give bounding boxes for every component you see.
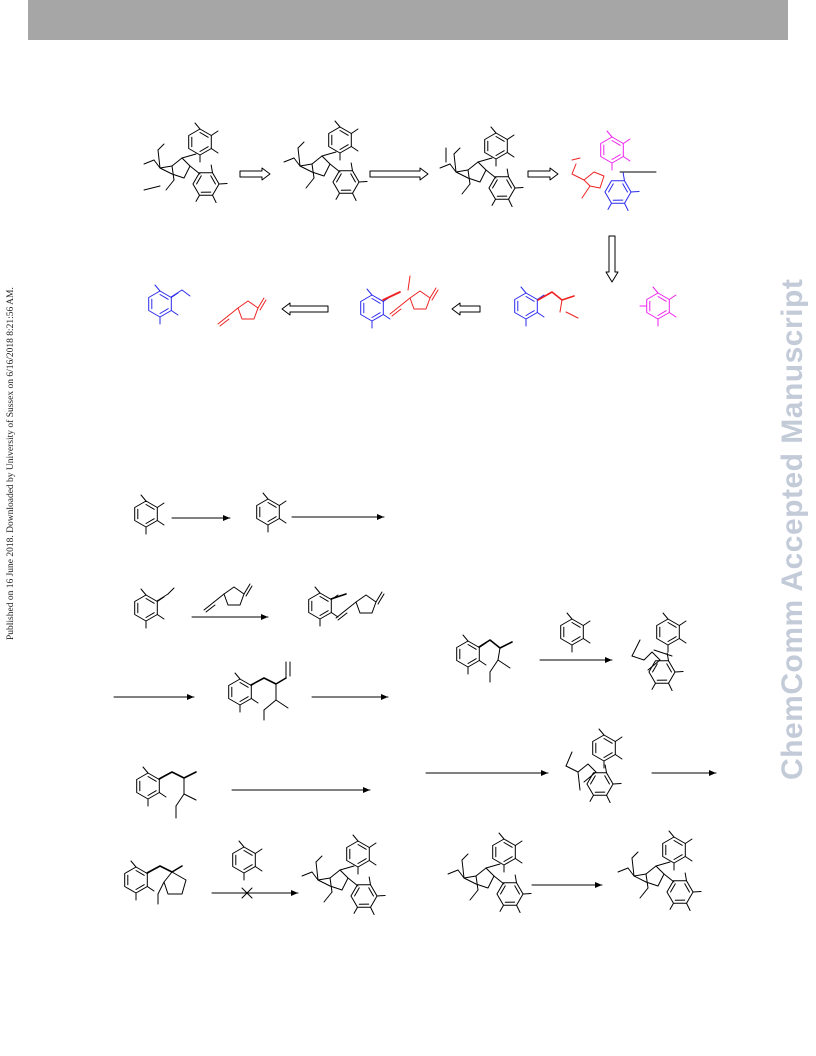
retro-arrow-down	[605, 235, 619, 283]
cyclized-product-2	[565, 729, 625, 810]
aryl-reagent-2	[233, 841, 262, 880]
retro-arrow-3	[527, 167, 559, 181]
intermediate-2	[440, 127, 527, 214]
diene-intermediate-2	[137, 767, 197, 819]
disconnection-molecule	[571, 131, 657, 218]
retrosynthesis-row-1	[143, 121, 559, 214]
aryl-reagent-1	[561, 613, 590, 652]
intermediate-1	[284, 121, 371, 208]
cross-mark-2	[241, 887, 253, 899]
trimethylbenzyl-fragment	[149, 285, 191, 324]
retro-arrow-1	[239, 167, 271, 181]
alkylated-lactone	[309, 587, 385, 626]
retro-arrow-5	[451, 302, 481, 316]
benzyl-halide	[135, 587, 175, 628]
final-product	[618, 831, 705, 918]
retro-arrow-4	[281, 302, 329, 316]
diene-substrate	[457, 635, 513, 683]
retrosynthesis-row-2	[149, 275, 676, 328]
lactol-substrate	[125, 861, 187, 905]
precursor-final	[448, 833, 535, 920]
arene-product	[257, 493, 286, 532]
aryl-fragment	[639, 287, 676, 326]
retro-arrow-2	[369, 167, 429, 181]
target-molecule	[143, 123, 231, 210]
journal-header-bar	[28, 0, 788, 40]
diene-intermediate	[229, 661, 291, 721]
vinyl-lactone-reagent	[203, 583, 253, 613]
forward-synthesis	[113, 493, 717, 922]
vinyl-lactone-fragment	[217, 297, 267, 327]
starting-arene	[135, 495, 164, 534]
desired-product	[302, 835, 389, 922]
cyclized-product-1	[631, 613, 687, 698]
alkylated-fragment	[515, 287, 579, 326]
coupled-fragment	[361, 275, 439, 328]
